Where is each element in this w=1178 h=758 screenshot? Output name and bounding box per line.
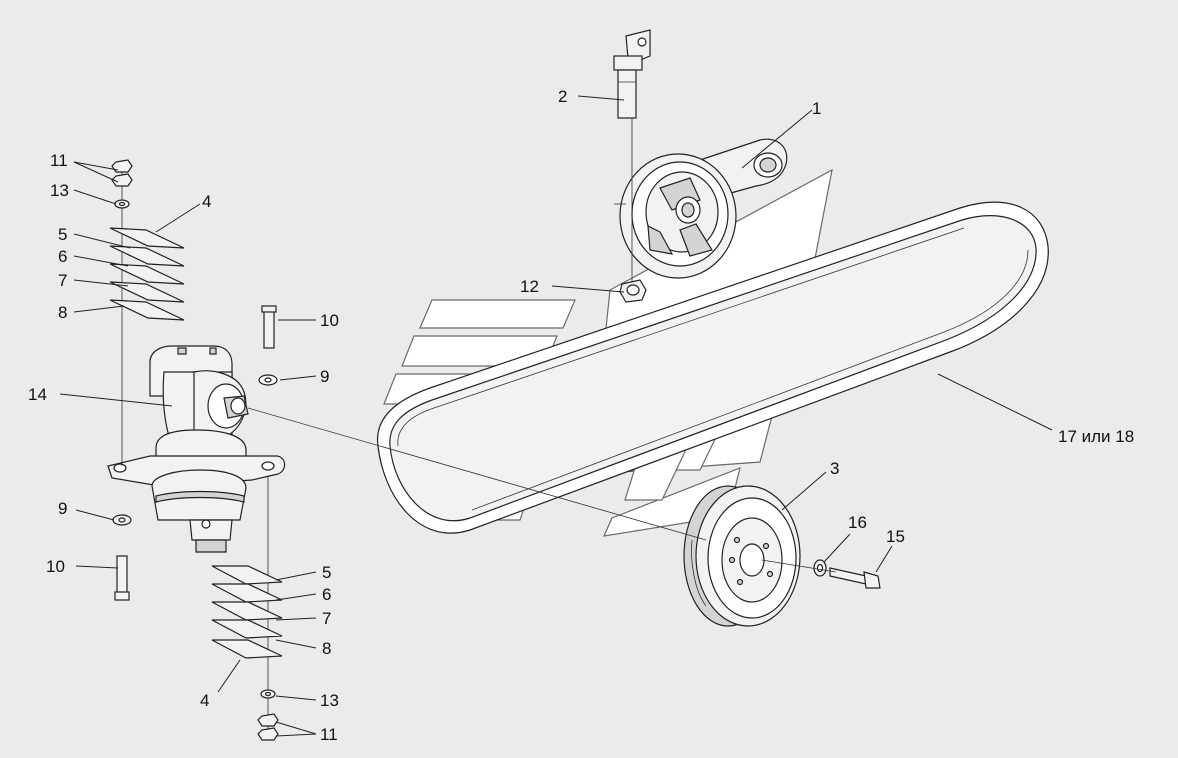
callout-11-bottom: 11 <box>320 725 338 744</box>
left-bolt <box>114 555 130 601</box>
callout-5-top: 5 <box>58 225 67 244</box>
leader-lines <box>59 95 1053 737</box>
callout-6-bottom: 6 <box>322 585 331 604</box>
callout-10-right: 10 <box>320 311 339 330</box>
pulley-bolt <box>829 567 881 589</box>
callout-2: 2 <box>558 87 567 106</box>
callout-13-top: 13 <box>50 181 69 200</box>
callout-8-bottom: 8 <box>322 639 331 658</box>
callout-17-or-18: 17 или 18 <box>1058 427 1134 446</box>
left-washer <box>112 514 132 526</box>
callout-11-top: 11 <box>50 151 68 170</box>
callout-6-top: 6 <box>58 247 67 266</box>
callout-4-top: 4 <box>202 192 211 211</box>
tensioner-bolt <box>613 29 651 286</box>
right-bolt <box>261 305 277 349</box>
callout-1: 1 <box>812 99 821 118</box>
callout-12: 12 <box>520 277 539 296</box>
callout-7-top: 7 <box>58 271 67 290</box>
callout-13-bottom: 13 <box>320 691 339 710</box>
tensioner-pulley <box>614 138 788 279</box>
assembly-axis-lines <box>247 407 837 573</box>
callout-16: 16 <box>848 513 867 532</box>
callout-labels: 1 2 3 4 4 5 5 6 6 7 7 8 8 9 9 10 10 11 1… <box>28 87 1134 744</box>
tensioner-nut <box>619 279 647 303</box>
callout-9-left: 9 <box>58 499 67 518</box>
top-left-shim-stack <box>109 159 185 466</box>
alternator-unit <box>107 345 286 553</box>
callout-15: 15 <box>886 527 905 546</box>
callout-10-left: 10 <box>46 557 65 576</box>
drive-belt <box>376 201 1049 534</box>
callout-4-bottom: 4 <box>200 691 209 710</box>
bottom-right-shim-stack <box>211 476 283 741</box>
callout-9-right: 9 <box>320 367 329 386</box>
callout-7-bottom: 7 <box>322 609 331 628</box>
callout-3: 3 <box>830 459 839 478</box>
callout-5-bottom: 5 <box>322 563 331 582</box>
pulley-washer <box>813 559 827 577</box>
crankshaft-pulley <box>683 485 801 627</box>
right-washer <box>258 374 278 386</box>
callout-8-top: 8 <box>58 303 67 322</box>
callout-14: 14 <box>28 385 47 404</box>
